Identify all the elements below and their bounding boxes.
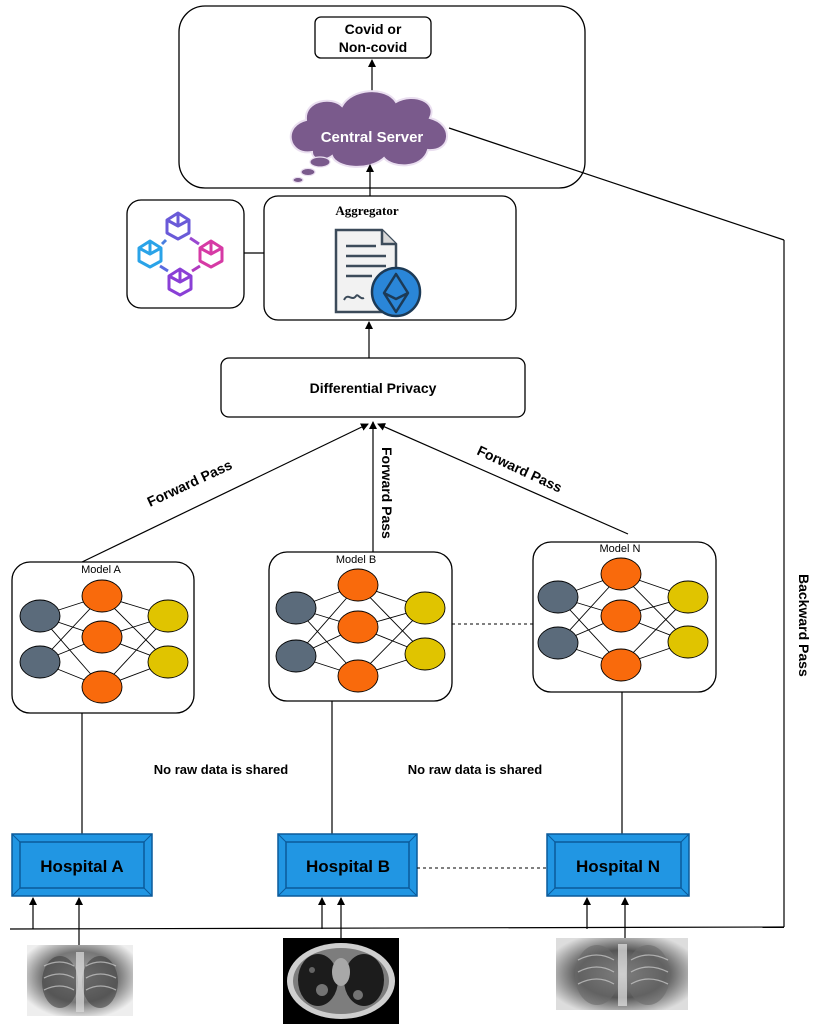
output-box bbox=[314, 16, 432, 59]
output-label-line1: Covid or bbox=[345, 21, 402, 37]
blockchain-box bbox=[126, 199, 245, 309]
output-label-line2: Non-covid bbox=[339, 39, 407, 55]
model-n-network bbox=[537, 557, 709, 682]
model-b-label: Model B bbox=[336, 554, 376, 566]
forward-pass-label-n: Forward Pass bbox=[475, 442, 565, 495]
backward-pass-line-bottom bbox=[9, 926, 785, 930]
chest-ct-image-b bbox=[283, 938, 399, 1024]
forward-pass-label-a: Forward Pass bbox=[145, 456, 235, 509]
differential-privacy-box bbox=[220, 357, 526, 418]
model-n-label: Model N bbox=[600, 543, 641, 555]
hospital-a-box bbox=[11, 833, 153, 897]
differential-privacy-label: Differential Privacy bbox=[310, 380, 437, 396]
hospital-n-box bbox=[546, 833, 690, 897]
forward-pass-arrow-n bbox=[377, 423, 629, 535]
hospital-b-label: Hospital B bbox=[306, 857, 390, 876]
model-a-label: Model A bbox=[81, 564, 121, 576]
hospital-a-label: Hospital A bbox=[40, 857, 123, 876]
model-a-network bbox=[19, 579, 189, 704]
no-raw-data-label-1: No raw data is shared bbox=[154, 762, 288, 777]
central-server-cloud bbox=[289, 90, 448, 184]
backward-pass-line-top bbox=[448, 127, 785, 241]
chest-xray-image-a bbox=[27, 945, 133, 1016]
model-b-network bbox=[275, 568, 446, 693]
blockchain-icon bbox=[137, 211, 224, 297]
backward-pass-label: Backward Pass bbox=[796, 574, 812, 677]
chest-xray-image-n bbox=[556, 938, 688, 1010]
no-raw-data-label-2: No raw data is shared bbox=[408, 762, 542, 777]
forward-pass-arrow-a bbox=[81, 423, 369, 563]
aggregator-label: Aggregator bbox=[335, 203, 399, 218]
hospital-b-box bbox=[277, 833, 418, 897]
hospital-n-label: Hospital N bbox=[576, 857, 660, 876]
central-server-label: Central Server bbox=[321, 129, 424, 146]
smart-contract-icon bbox=[334, 228, 422, 318]
forward-pass-label-b: Forward Pass bbox=[379, 447, 395, 539]
